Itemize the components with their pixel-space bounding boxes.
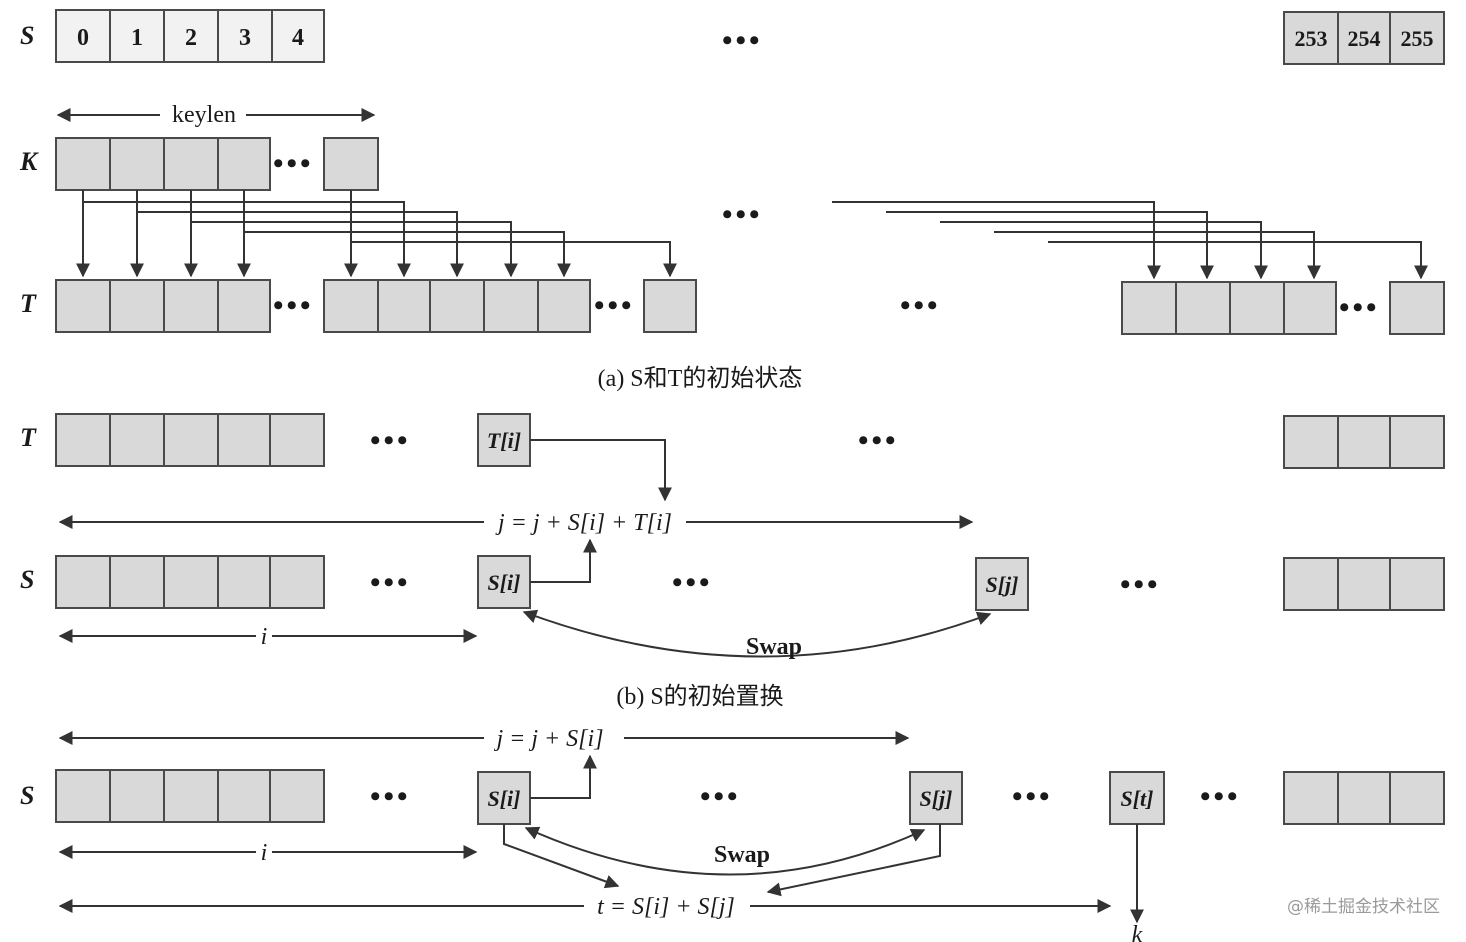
ellipsis: ••• bbox=[858, 424, 899, 457]
s-cell-label: 3 bbox=[239, 25, 251, 51]
t-i-cell bbox=[477, 413, 531, 467]
panel-c: j = j + S[i] S ••• S[i] ••• S[j] ••• S[t… bbox=[20, 726, 1445, 942]
ellipsis: ••• bbox=[370, 566, 411, 599]
s-j-cell bbox=[975, 557, 1029, 611]
s-t-cell bbox=[1109, 771, 1165, 825]
row-label-k: K bbox=[19, 147, 39, 176]
t-array-b bbox=[55, 413, 1445, 469]
row-label-s: S bbox=[20, 21, 34, 50]
t-array bbox=[55, 279, 1445, 335]
ellipsis: ••• bbox=[273, 147, 314, 180]
i-label-b: i bbox=[261, 624, 268, 650]
formula-j-b: j = j + S[i] + T[i] bbox=[495, 510, 672, 536]
s-j-label: S[j] bbox=[920, 786, 953, 811]
ellipsis: ••• bbox=[1120, 568, 1161, 601]
swap-label-b: Swap bbox=[746, 634, 802, 660]
ellipsis: ••• bbox=[1012, 780, 1053, 813]
s-array-c bbox=[55, 769, 1445, 825]
k-label: k bbox=[1132, 922, 1143, 942]
s-array-b bbox=[55, 555, 1445, 611]
ellipsis: ••• bbox=[370, 780, 411, 813]
s-cell-label: 254 bbox=[1348, 26, 1381, 51]
ellipsis: ••• bbox=[1339, 291, 1380, 324]
ellipsis: ••• bbox=[722, 198, 763, 231]
ellipsis: ••• bbox=[1200, 780, 1241, 813]
row-label-t: T bbox=[20, 289, 37, 318]
s-cell-label: 255 bbox=[1401, 26, 1434, 51]
caption-b: (b) S的初始置换 bbox=[616, 683, 783, 710]
s-cell-label: 0 bbox=[77, 25, 89, 51]
s-i-label: S[i] bbox=[488, 570, 521, 595]
s-array-first-cells: 0 1 2 3 4 bbox=[55, 9, 325, 63]
t-i-arrow bbox=[530, 439, 672, 502]
ellipsis: ••• bbox=[273, 289, 314, 322]
swap-curve-c bbox=[524, 826, 926, 876]
caption-a: (a) S和T的初始状态 bbox=[598, 365, 803, 392]
panel-b: T ••• T[i] ••• j = j + S[i] + T[i] S bbox=[20, 413, 1445, 710]
s-i-to-t-arrow bbox=[503, 824, 620, 889]
ellipsis: ••• bbox=[900, 289, 941, 322]
s-cell-label: 253 bbox=[1295, 26, 1328, 51]
ellipsis: ••• bbox=[370, 424, 411, 457]
s-i-label: S[i] bbox=[488, 786, 521, 811]
ellipsis: ••• bbox=[700, 780, 741, 813]
keylen-label: keylen bbox=[172, 102, 236, 128]
t-i-label: T[i] bbox=[487, 428, 521, 453]
s-cell-label: 2 bbox=[185, 25, 197, 51]
s-t-label: S[t] bbox=[1121, 786, 1154, 811]
s-j-to-t-arrow bbox=[766, 824, 941, 897]
s-i-arrow bbox=[530, 754, 597, 799]
i-label-c: i bbox=[261, 840, 268, 866]
s-i-cell bbox=[477, 555, 531, 609]
panel-a: S 0 1 2 3 4 ••• 253 254 255 k bbox=[19, 9, 1445, 392]
row-label-t: T bbox=[20, 423, 37, 452]
s-array-last-cells: 253 254 255 bbox=[1283, 11, 1445, 65]
s-i-arrow bbox=[530, 538, 597, 583]
k-to-t-arrows-right bbox=[832, 201, 1428, 280]
formula-t: t = S[i] + S[j] bbox=[597, 894, 735, 920]
row-label-s: S bbox=[20, 781, 34, 810]
k-array bbox=[55, 137, 379, 191]
ellipsis: ••• bbox=[594, 289, 635, 322]
swap-label-c: Swap bbox=[714, 842, 770, 868]
s-j-cell bbox=[909, 771, 963, 825]
s-cell-label: 4 bbox=[292, 25, 304, 51]
k-to-t-arrows bbox=[76, 190, 677, 278]
ellipsis: ••• bbox=[722, 24, 763, 57]
s-cell-label: 1 bbox=[131, 25, 143, 51]
swap-curve-b bbox=[522, 609, 992, 658]
formula-j-c: j = j + S[i] bbox=[493, 726, 603, 752]
ellipsis: ••• bbox=[672, 566, 713, 599]
keylen-span: keylen bbox=[56, 102, 376, 128]
s-j-label: S[j] bbox=[986, 572, 1019, 597]
watermark: @稀土掘金技术社区 bbox=[1287, 897, 1440, 917]
row-label-s: S bbox=[20, 565, 34, 594]
